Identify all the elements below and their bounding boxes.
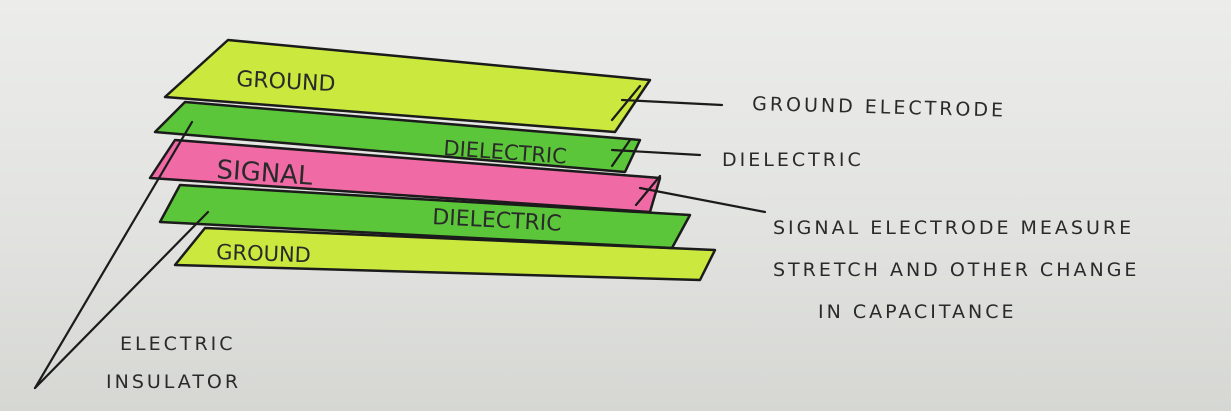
signal-tick — [634, 174, 662, 207]
insulator-callout-line1: ELECTRIC — [120, 333, 236, 355]
insulator-callout-line2: INSULATOR — [106, 371, 241, 393]
dielectric-tick — [610, 138, 632, 168]
dielectric-callout: DIELECTRIC — [722, 149, 864, 171]
ground-electrode-leader — [620, 98, 724, 107]
signal-callout-line1: SIGNAL ELECTRODE MEASURE — [773, 217, 1134, 239]
ground-electrode-callout: GROUND ELECTRODE — [752, 93, 1006, 122]
ground-electrode-tick — [610, 84, 642, 122]
insulator-leader-1 — [33, 120, 194, 390]
signal-label: SIGNAL — [216, 155, 314, 192]
signal-layer — [148, 138, 662, 214]
dielectric-leader — [610, 148, 702, 157]
dielectric-layer-top — [153, 100, 642, 174]
dielectric-layer-bottom — [158, 183, 692, 250]
signal-leader — [638, 186, 767, 214]
ground-layer-top — [163, 38, 652, 134]
signal-callout-line2: STRETCH AND OTHER CHANGE — [773, 259, 1139, 281]
ground-bottom-label: GROUND — [216, 240, 311, 267]
insulator-leader-2 — [33, 210, 210, 390]
ground-top-label: GROUND — [236, 67, 336, 97]
signal-callout-line3: IN CAPACITANCE — [818, 301, 1017, 323]
